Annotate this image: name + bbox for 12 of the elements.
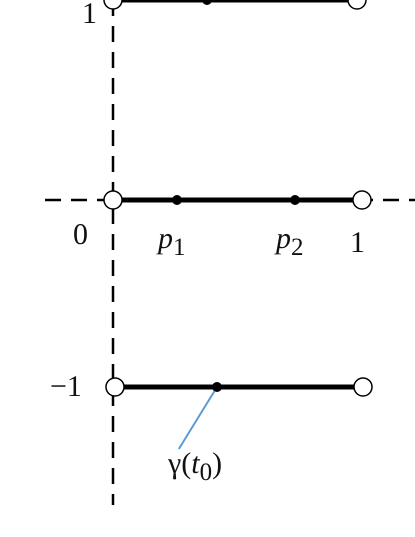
axis-label: 1 <box>350 226 365 260</box>
point-marker <box>202 0 212 5</box>
point-marker <box>290 195 300 205</box>
point-marker <box>212 382 222 392</box>
leader-line <box>178 390 216 450</box>
axis-label: p$_{1}$ <box>158 222 186 263</box>
axis-label: 0 <box>73 218 88 252</box>
axis-label: −1 <box>50 370 82 404</box>
axis-label: 1 <box>82 0 97 31</box>
point-label: γ(t$_{0}$) <box>168 447 222 490</box>
axis-label: p$_{2}$ <box>276 222 304 263</box>
point-marker <box>172 195 182 205</box>
